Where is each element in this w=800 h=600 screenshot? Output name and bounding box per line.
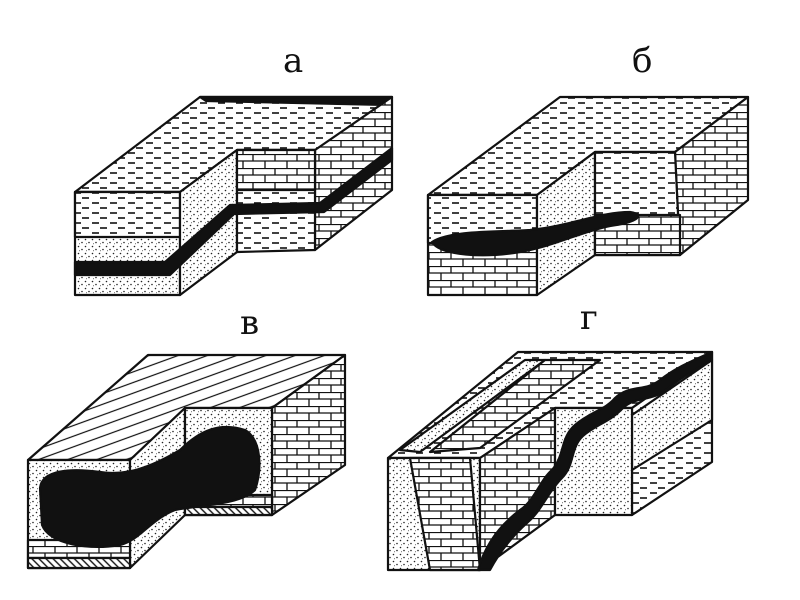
diagram-label-b: б [632,41,653,81]
diagram-label-a: а [283,41,304,81]
block-v [26,353,347,570]
block-b [426,95,750,297]
diagram-label-v: в [240,303,260,343]
block-a [73,95,394,297]
diagram-label-g: г [580,298,598,338]
block-g [386,350,714,572]
